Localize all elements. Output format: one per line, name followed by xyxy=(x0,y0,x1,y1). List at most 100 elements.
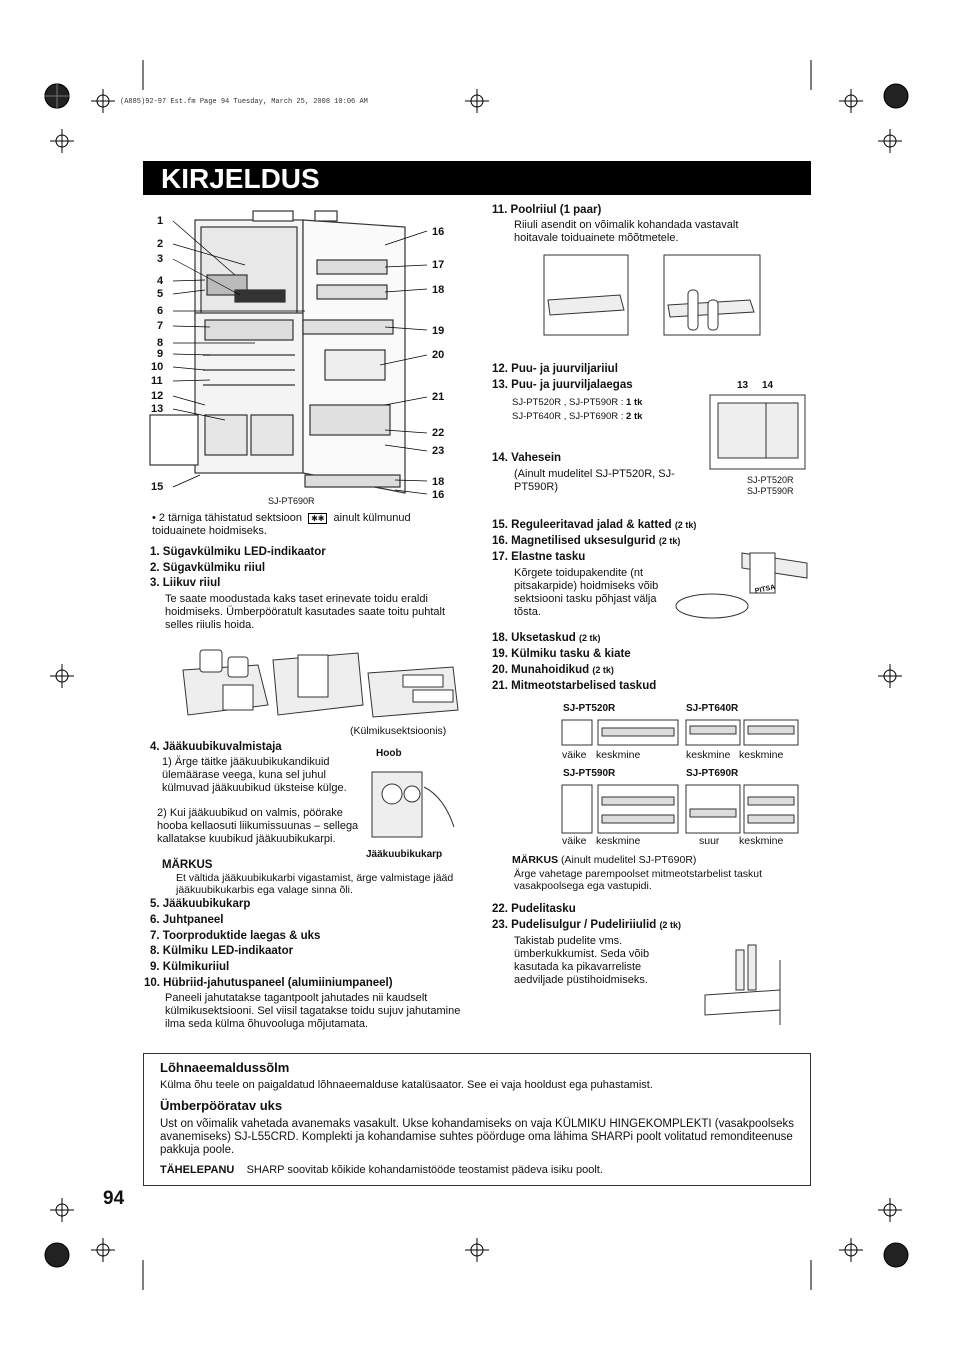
pocket-medium-1: keskmine xyxy=(596,749,641,761)
item-12: 12. Puu- ja juurviljariiul xyxy=(492,363,618,375)
diagram-number: 19 xyxy=(432,325,445,337)
diagram-number: 18 xyxy=(432,284,445,296)
stars-note-post: ainult külmunud toiduainete hoidmiseks. xyxy=(152,512,411,537)
pockets-note-header: MÄRKUS (Ainult mudelitel SJ-PT690R) xyxy=(512,854,697,866)
item-11: 11. Poolriiul (1 paar) xyxy=(492,204,602,216)
item-13-model-1: SJ-PT520R , SJ-PT590R : 1 tk xyxy=(512,397,643,408)
pocket-diagram-bottom xyxy=(561,784,799,834)
half-shelf-illustration xyxy=(543,254,761,336)
model-pt590r: SJ-PT590R xyxy=(563,768,616,779)
diagram-number: 17 xyxy=(432,259,445,271)
item-11-desc: Riiuli asendit on võimalik kohandada vas… xyxy=(514,219,739,244)
elastic-pocket-illustration xyxy=(675,552,808,619)
diagram-number: 1 xyxy=(157,215,164,227)
info-box: Lõhnaeemaldussõlm Külma õhu teele on pai… xyxy=(143,1053,811,1186)
bottle-stopper-illustration xyxy=(704,944,781,1025)
diagram-number: 20 xyxy=(432,349,445,361)
item-7: 7. Toorproduktide laegas & uks xyxy=(150,930,321,942)
diagram-number: 4 xyxy=(157,275,164,287)
diagram-number: 16 xyxy=(432,226,445,238)
diagram-number: 22 xyxy=(432,427,445,439)
item-20: 20. Munahoidikud (2 tk) xyxy=(492,664,614,676)
page-title: KIRJELDUS xyxy=(143,161,811,195)
diagram-number: 3 xyxy=(157,253,164,265)
lever-label: Hoob xyxy=(376,748,402,759)
item-23: 23. Pudelisulgur / Pudeliriiulid (2 tk) xyxy=(492,919,681,931)
diagram-number: 13 xyxy=(151,403,164,415)
item-10-desc: Paneeli jahutatakse tagantpoolt jahutade… xyxy=(165,992,461,1030)
two-star-icon: ✱✱ xyxy=(308,513,328,525)
item-3: 3. Liikuv riiul xyxy=(150,577,221,589)
fig13-label-14: 14 xyxy=(762,380,774,391)
item-2: 2. Sügavkülmiku riiul xyxy=(150,562,266,574)
item-10: 10. Hübriid-jahutuspaneel (alumiiniumpan… xyxy=(144,977,393,989)
file-header: (A885)92-97 Est.fm Page 94 Tuesday, Marc… xyxy=(120,98,368,106)
item-3-desc: Te saate moodustada kaks taset erinevate… xyxy=(165,593,446,631)
stars-note-pre: • 2 tärniga tähistatud sektsioon xyxy=(152,512,302,524)
item-4-step-2: 2) Kui jääkuubikud on valmis, pöörake ho… xyxy=(157,807,359,845)
item-14-desc: (Ainult mudelitel SJ-PT520R, SJ-PT590R) xyxy=(514,468,675,493)
page-number: 94 xyxy=(103,1188,125,1209)
stars-note: • 2 tärniga tähistatud sektsioon ✱✱ ainu… xyxy=(152,512,462,538)
item-16: 16. Magnetilised uksesulgurid (2 tk) xyxy=(492,535,681,547)
pocket-medium-3: keskmine xyxy=(739,749,784,761)
caution: TÄHELEPANU SHARP soovitab kõikide kohand… xyxy=(160,1164,603,1176)
pockets-note: Ärge vahetage parempoolset mitmeotstarbe… xyxy=(514,868,763,893)
item-22: 22. Pudelitasku xyxy=(492,903,576,915)
item-4-note: Et vältida jääkuubikukarbi vigastamist, … xyxy=(176,872,454,897)
item-14: 14. Vahesein xyxy=(492,452,562,464)
pocket-small-1: väike xyxy=(562,749,587,761)
item-6: 6. Juhtpaneel xyxy=(150,914,224,926)
diagram-number: 11 xyxy=(151,375,163,387)
diagram-number: 23 xyxy=(432,445,445,457)
diagram-number: 18 xyxy=(432,476,445,488)
diagram-number: 2 xyxy=(157,238,164,250)
item-1: 1. Sügavkülmiku LED-indikaator xyxy=(150,546,326,558)
movable-shelf-illustration xyxy=(182,649,459,718)
fridge-section-caption: (Külmikusektsioonis) xyxy=(350,725,447,737)
deodorizer-heading: Lõhnaeemaldussõlm xyxy=(160,1060,290,1075)
diagram-number: 21 xyxy=(432,391,445,403)
model-pt690r: SJ-PT690R xyxy=(686,768,739,779)
fig13-model-2: SJ-PT590R xyxy=(747,486,794,496)
pocket-small-2: väike xyxy=(562,835,587,847)
reversible-door-text: Ust on võimalik vahetada avanemaks vasak… xyxy=(160,1118,795,1157)
item-8: 8. Külmiku LED-indikaator xyxy=(150,945,294,957)
diagram-number: 16 xyxy=(432,489,445,501)
ice-box-label: Jääkuubikukarp xyxy=(366,849,443,860)
item-4-step-1: 1) Ärge täitke jääkuubikukandikuid ülemä… xyxy=(162,756,347,794)
diagram-number: 10 xyxy=(151,361,164,373)
item-19: 19. Külmiku tasku & kiate xyxy=(492,648,631,660)
pocket-medium-2: keskmine xyxy=(686,749,731,761)
model-pt640r: SJ-PT640R xyxy=(686,703,739,714)
item-17-desc: Kõrgete toidupakendite (nt pitsakarpide)… xyxy=(514,567,659,618)
deodorizer-text: Külma õhu teele on paigaldatud lõhnaeema… xyxy=(160,1079,653,1091)
item-13: 13. Puu- ja juurviljalaegas xyxy=(492,379,633,391)
model-pt520r: SJ-PT520R xyxy=(563,703,616,714)
fridge-diagram xyxy=(149,210,428,495)
diagram-number: 12 xyxy=(151,390,164,402)
vegetable-case-illustration xyxy=(709,394,806,470)
diagram-number: 7 xyxy=(157,320,164,332)
item-18: 18. Uksetaskud (2 tk) xyxy=(492,632,601,644)
reversible-door-heading: Ümberpööratav uks xyxy=(160,1098,283,1113)
item-5: 5. Jääkuubikukarp xyxy=(150,898,251,910)
ice-maker-illustration xyxy=(371,771,455,838)
diagram-model: SJ-PT690R xyxy=(268,496,315,506)
item-23-desc: Takistab pudelite vms. ümberkukkumist. S… xyxy=(514,935,650,986)
diagram-number: 8 xyxy=(157,337,164,349)
diagram-number: 9 xyxy=(157,348,164,360)
fig13-label-13: 13 xyxy=(737,380,749,391)
fig13-model-1: SJ-PT520R xyxy=(747,475,794,485)
pocket-medium-5: keskmine xyxy=(739,835,784,847)
pocket-medium-4: keskmine xyxy=(596,835,641,847)
item-13-model-2: SJ-PT640R , SJ-PT690R : 2 tk xyxy=(512,411,643,422)
item-21: 21. Mitmeotstarbelised taskud xyxy=(492,680,657,692)
pocket-large: suur xyxy=(699,835,720,847)
diagram-number: 15 xyxy=(151,481,164,493)
item-4-note-label: MÄRKUS xyxy=(162,859,213,871)
diagram-number: 6 xyxy=(157,305,164,317)
item-15: 15. Reguleeritavad jalad & katted (2 tk) xyxy=(492,519,697,531)
item-17: 17. Elastne tasku xyxy=(492,551,586,563)
